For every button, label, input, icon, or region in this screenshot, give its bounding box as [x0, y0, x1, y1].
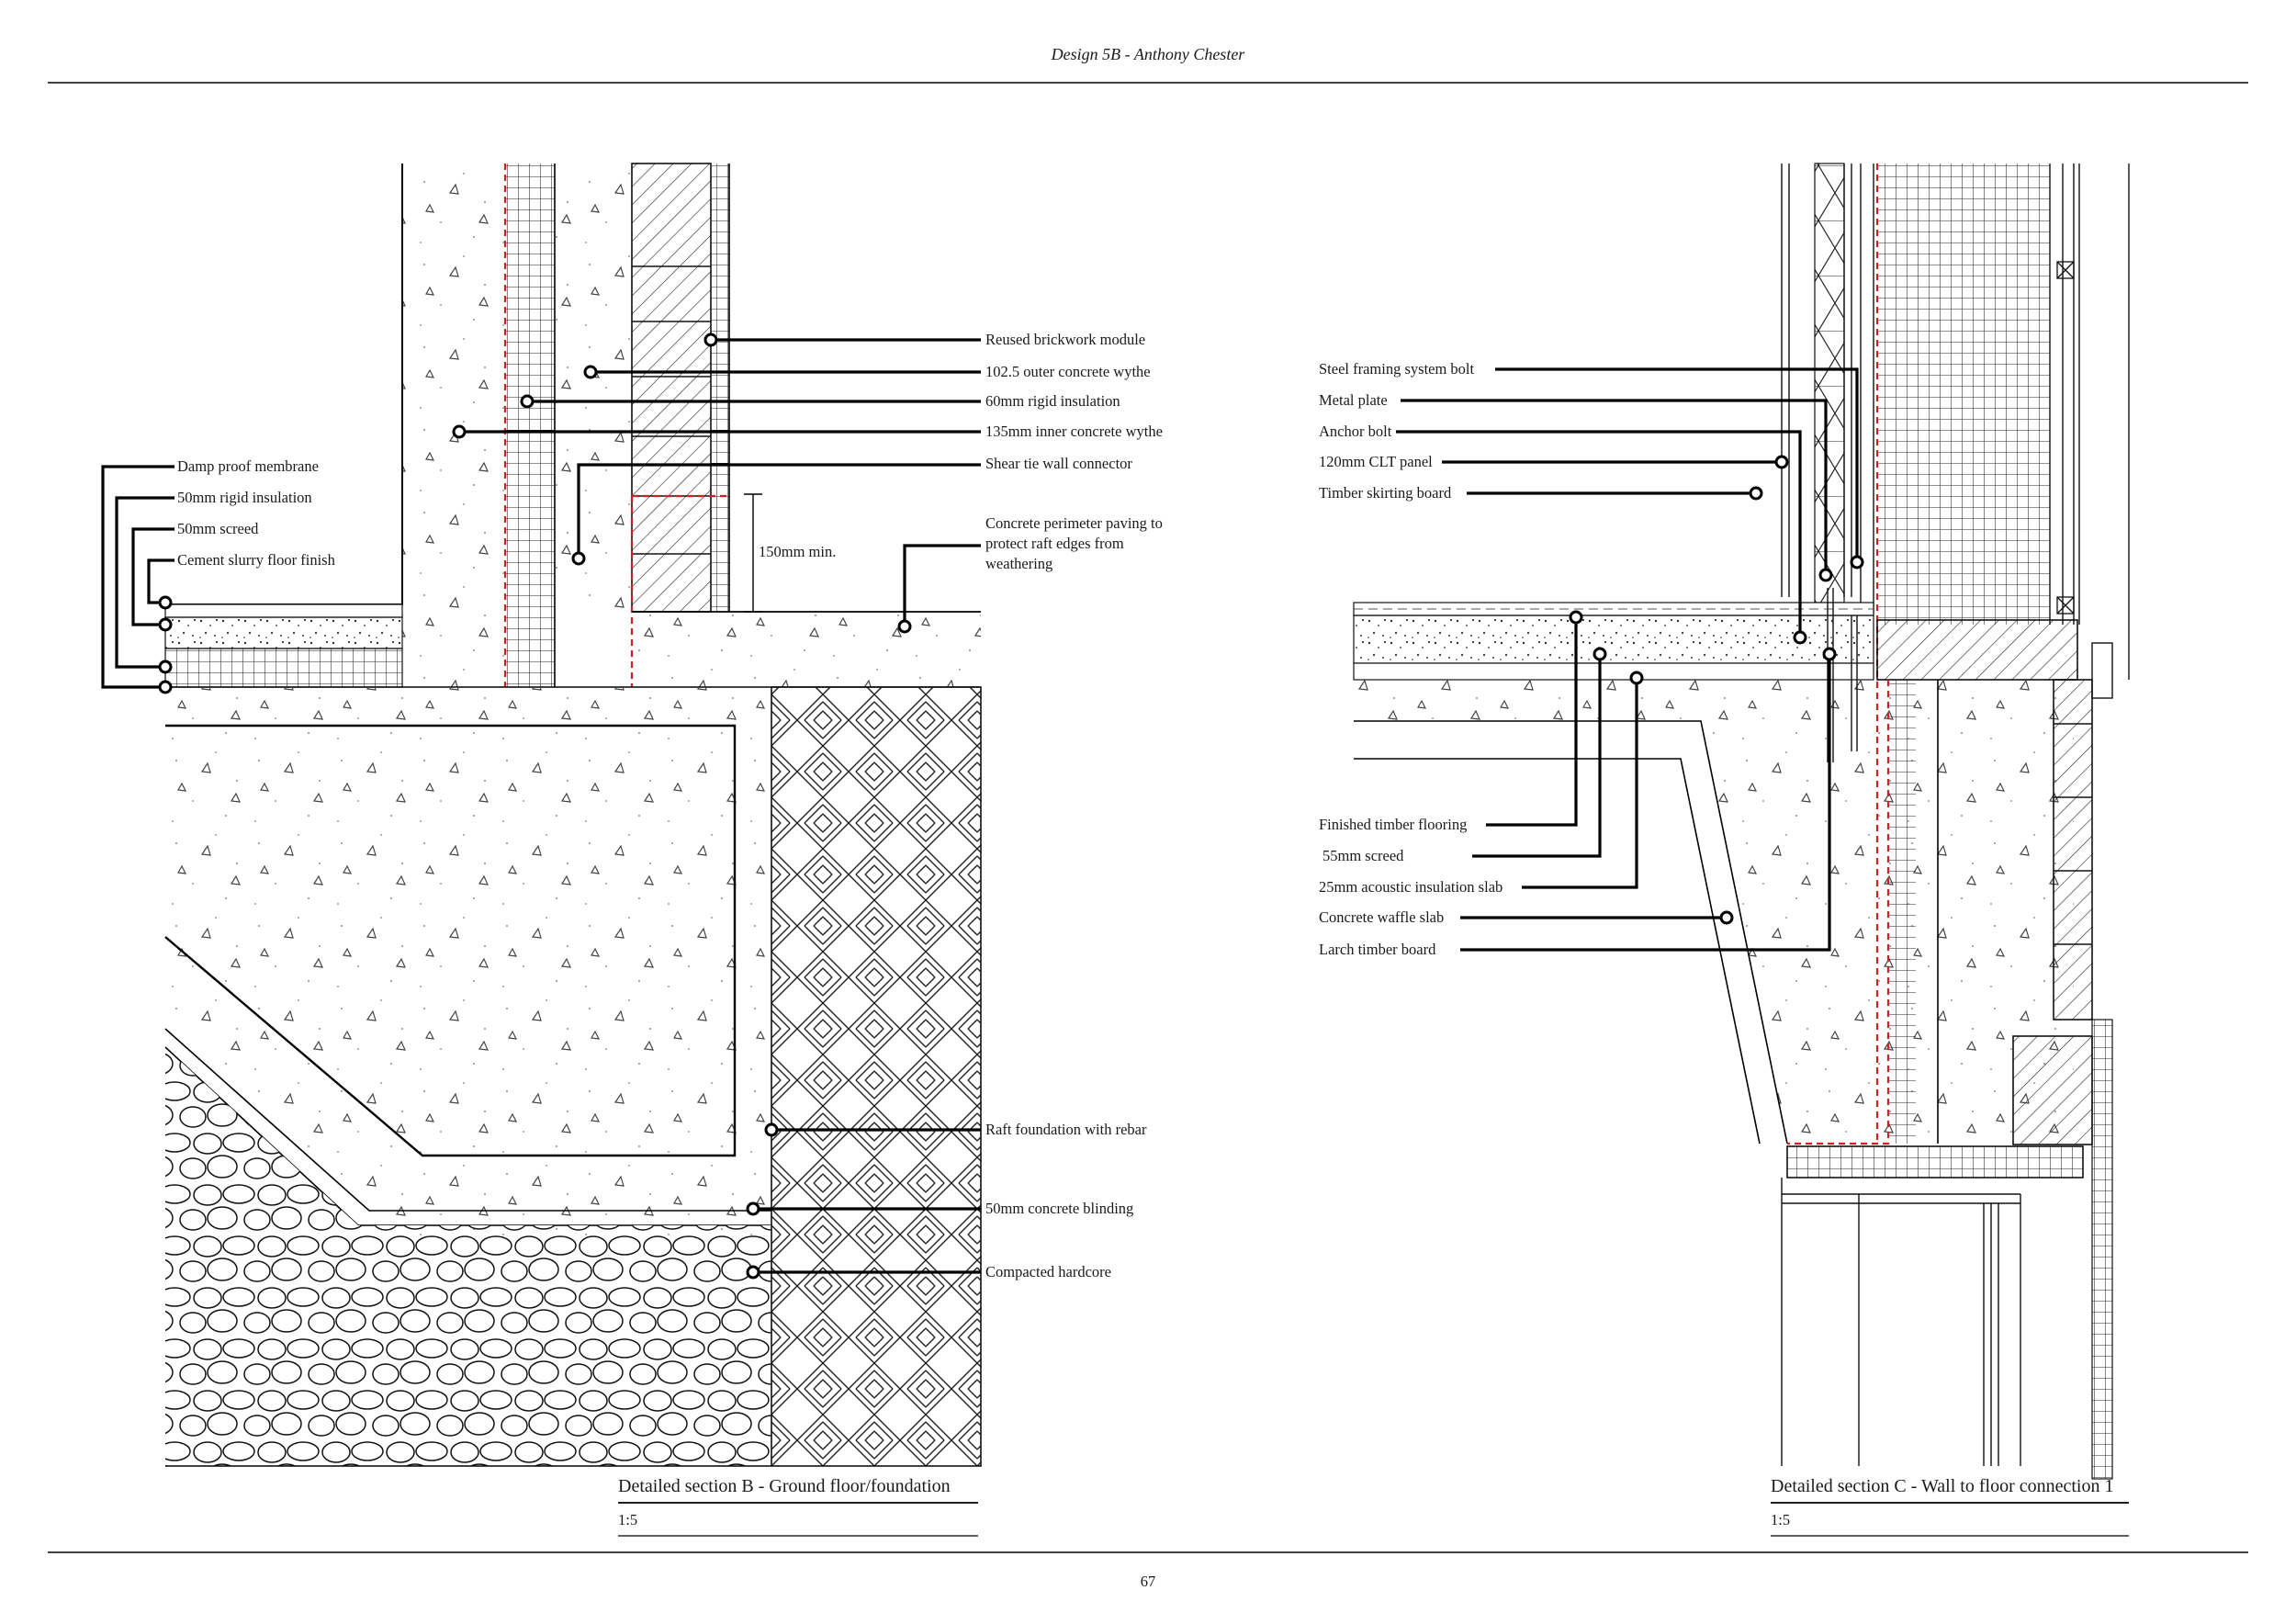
- section-b-scale: 1:5: [618, 1511, 637, 1528]
- label-timber-skirting: Timber skirting board: [1319, 484, 1452, 502]
- label-rigid-insulation-50: 50mm rigid insulation: [177, 489, 312, 506]
- label-clt-panel: 120mm CLT panel: [1319, 453, 1433, 470]
- section-b-leaders: [101, 333, 981, 1280]
- page-number: 67: [1141, 1573, 1156, 1590]
- label-acoustic-slab: 25mm acoustic insulation slab: [1319, 878, 1503, 896]
- label-reused-brickwork: Reused brickwork module: [985, 331, 1145, 348]
- label-concrete-blinding: 50mm concrete blinding: [985, 1200, 1133, 1217]
- dimension-150mm: 150mm min.: [759, 543, 836, 560]
- label-cement-slurry: Cement slurry floor finish: [177, 551, 336, 569]
- label-metal-plate: Metal plate: [1319, 391, 1388, 409]
- label-outer-wythe: 102.5 outer concrete wythe: [985, 363, 1151, 380]
- label-anchor-bolt: Anchor bolt: [1319, 423, 1392, 440]
- label-damp-proof-membrane: Damp proof membrane: [177, 457, 319, 475]
- label-larch-board: Larch timber board: [1319, 941, 1436, 958]
- label-inner-wythe: 135mm inner concrete wythe: [985, 423, 1163, 440]
- section-b-drawing: 150mm min.: [164, 163, 982, 1467]
- label-paving-line3: weathering: [985, 555, 1052, 572]
- sheet-header-title: Design 5B - Anthony Chester: [1051, 45, 1246, 63]
- label-raft-foundation: Raft foundation with rebar: [985, 1121, 1147, 1138]
- label-steel-framing-bolt: Steel framing system bolt: [1319, 360, 1475, 378]
- section-c-drawing: [1353, 163, 2130, 1480]
- label-screed-55: 55mm screed: [1322, 847, 1404, 864]
- label-paving-line1: Concrete perimeter paving to: [985, 514, 1163, 532]
- label-screed-50: 50mm screed: [177, 520, 259, 537]
- label-shear-tie: Shear tie wall connector: [985, 455, 1132, 472]
- label-paving-line2: protect raft edges from: [985, 535, 1124, 552]
- section-c-scale: 1:5: [1771, 1511, 1790, 1528]
- label-compacted-hardcore: Compacted hardcore: [985, 1263, 1111, 1280]
- section-c-title: Detailed section C - Wall to floor conne…: [1771, 1476, 2113, 1496]
- label-timber-flooring: Finished timber flooring: [1319, 816, 1467, 833]
- label-rigid-insulation-60: 60mm rigid insulation: [985, 392, 1120, 410]
- section-b-title: Detailed section B - Ground floor/founda…: [618, 1476, 951, 1496]
- section-c-leaders: [1396, 367, 1864, 952]
- label-waffle-slab: Concrete waffle slab: [1319, 908, 1444, 926]
